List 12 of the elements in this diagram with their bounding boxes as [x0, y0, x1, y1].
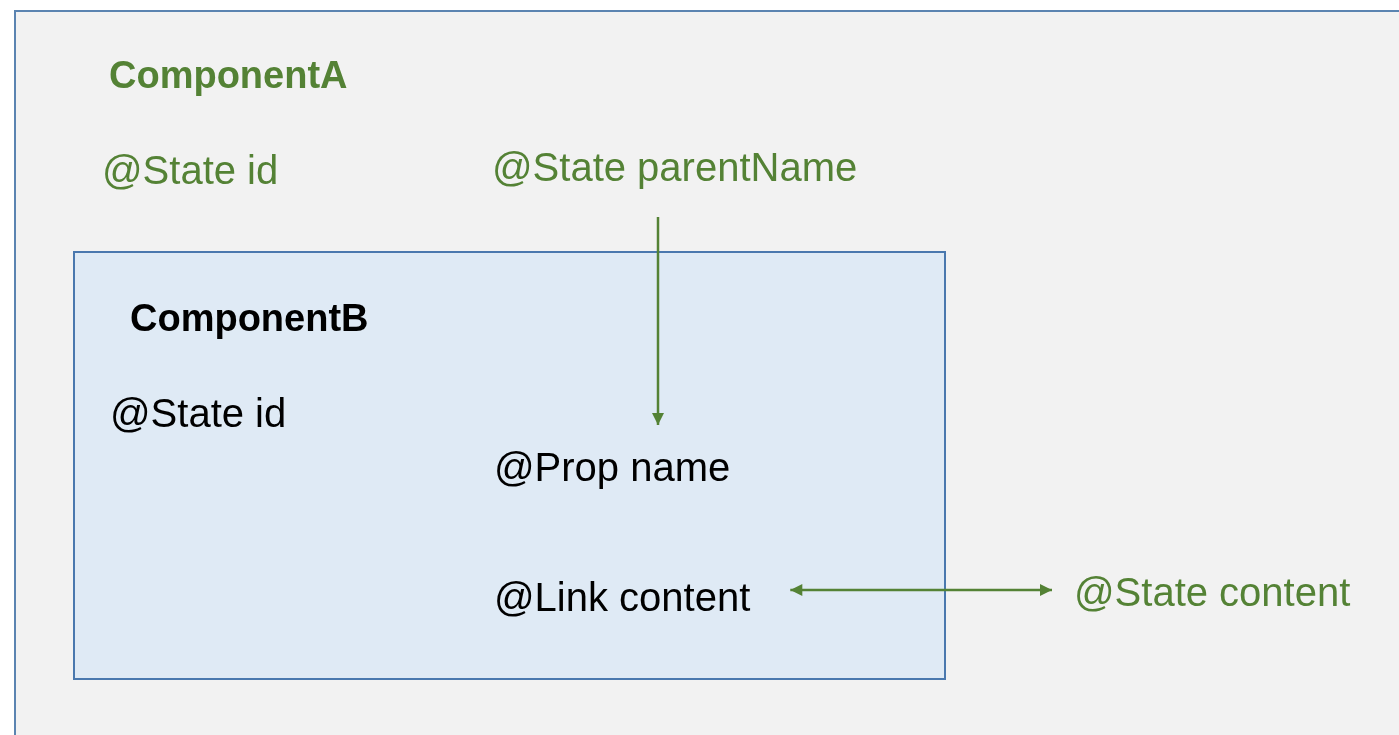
component-box — [73, 251, 946, 680]
component-title: ComponentA — [109, 56, 348, 94]
decorator-label: @State content — [1074, 570, 1351, 614]
state-label: @State id — [102, 150, 279, 190]
decorator-label: @Prop name — [494, 445, 731, 489]
arrow — [790, 584, 1052, 596]
decorator-label: @Link content — [494, 575, 751, 619]
component-box — [14, 10, 1399, 735]
decorator-label: @State parentName — [492, 145, 858, 189]
state-label: @State id — [110, 393, 287, 433]
arrow — [652, 217, 664, 425]
component-title: ComponentB — [130, 299, 369, 337]
